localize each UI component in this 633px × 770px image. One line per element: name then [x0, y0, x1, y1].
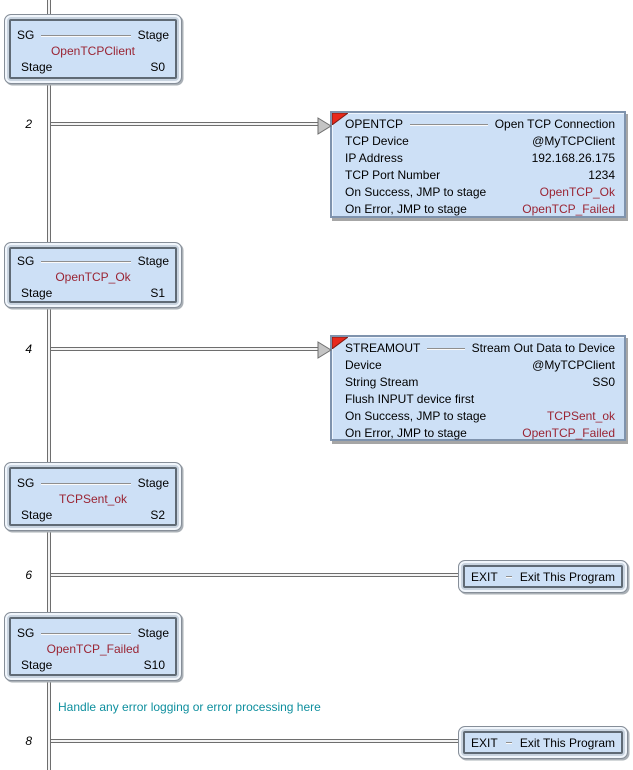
param-value: SS0 [592, 375, 615, 389]
instruction-title: Exit This Program [519, 569, 615, 584]
stage-box-tcpsent-ok[interactable]: SG Stage TCPSent_ok Stage S2 [4, 462, 182, 531]
param-label: Stage [21, 60, 53, 74]
param-value-stage-ref: TCPSent_ok [546, 409, 615, 423]
divider-line [41, 34, 131, 37]
divider-line [505, 741, 512, 744]
instruction-mnemonic: SG [17, 254, 35, 268]
instruction-mnemonic: OPENTCP [345, 117, 404, 131]
stage-box-opentcpclient[interactable]: SG Stage OpenTCPClient Stage S0 [4, 14, 182, 84]
param-value-stage-ref: OpenTCP_Failed [522, 202, 615, 216]
param-label: Stage [21, 658, 53, 672]
rung-flag-icon [332, 337, 348, 349]
stage-name: TCPSent_ok [58, 492, 128, 506]
stage-box-content: SG Stage OpenTCPClient Stage S0 [5, 15, 181, 75]
param-label: Device [345, 358, 382, 372]
instruction-mnemonic: SG [17, 626, 35, 640]
stage-name: OpenTCP_Failed [46, 642, 140, 656]
stage-box-content: SG Stage TCPSent_ok Stage S2 [5, 463, 181, 523]
param-value-stage-ref: OpenTCP_Ok [539, 185, 615, 199]
stage-name: OpenTCP_Ok [55, 270, 131, 284]
instruction-mnemonic: EXIT [471, 735, 498, 750]
param-label: IP Address [345, 151, 403, 165]
divider-line [505, 575, 512, 578]
instruction-title: Stream Out Data to Device [471, 341, 615, 355]
param-value: S1 [150, 286, 165, 300]
stage-box-opentcp-failed[interactable]: SG Stage OpenTCP_Failed Stage S10 [4, 612, 182, 681]
divider-line [427, 347, 465, 350]
instruction-type-label: Stage [137, 28, 169, 42]
param-label: On Error, JMP to stage [345, 202, 467, 216]
param-value-stage-ref: OpenTCP_Failed [522, 426, 615, 440]
rung-flag-icon [332, 113, 348, 125]
streamout-instruction-box[interactable]: STREAMOUT Stream Out Data to Device Devi… [317, 335, 626, 441]
instruction-mnemonic: SG [17, 476, 35, 490]
param-value: @MyTCPClient [532, 134, 615, 148]
rung-number: 6 [25, 568, 32, 582]
rung-number: 8 [25, 734, 32, 748]
exit-instruction-box[interactable]: EXIT Exit This Program [458, 726, 628, 759]
param-value: 1234 [588, 168, 615, 182]
divider-line [41, 632, 131, 635]
rung-number: 4 [25, 342, 32, 356]
opentcp-instruction-box[interactable]: OPENTCP Open TCP Connection TCP Device @M… [317, 111, 626, 218]
param-label: On Success, JMP to stage [345, 185, 487, 199]
param-label: String Stream [345, 375, 419, 389]
instruction-mnemonic: EXIT [471, 569, 498, 584]
param-value: 192.168.26.175 [531, 151, 615, 165]
param-label: TCP Port Number [345, 168, 441, 182]
param-label: TCP Device [345, 134, 409, 148]
param-label: Stage [21, 508, 53, 522]
instruction-type-label: Stage [137, 626, 169, 640]
param-value: S0 [150, 60, 165, 74]
param-value: S10 [143, 658, 165, 672]
rung-rail [51, 739, 459, 743]
divider-line [41, 260, 131, 263]
instruction-type-label: Stage [137, 476, 169, 490]
divider-line [41, 482, 131, 485]
rung-comment[interactable]: Handle any error logging or error proces… [58, 700, 321, 714]
instruction-title: Open TCP Connection [494, 117, 615, 131]
param-label: On Success, JMP to stage [345, 409, 487, 423]
instruction-type-label: Stage [137, 254, 169, 268]
rung-input-arrow-icon [317, 117, 332, 135]
rung-rail [51, 347, 320, 351]
instruction-mnemonic: SG [17, 28, 35, 42]
stage-name: OpenTCPClient [50, 44, 136, 58]
param-label: On Error, JMP to stage [345, 426, 467, 440]
stage-box-content: SG Stage OpenTCP_Failed Stage S10 [5, 613, 181, 673]
instruction-mnemonic: STREAMOUT [345, 341, 421, 355]
stage-box-content: SG Stage OpenTCP_Ok Stage S1 [5, 243, 181, 301]
param-value: @MyTCPClient [532, 358, 615, 372]
param-value: S2 [150, 508, 165, 522]
rung-number: 2 [25, 117, 32, 131]
divider-line [410, 123, 488, 126]
stage-box-opentcp-ok[interactable]: SG Stage OpenTCP_Ok Stage S1 [4, 242, 182, 308]
rung-input-arrow-icon [317, 341, 332, 359]
rung-rail [51, 573, 459, 577]
instruction-title: Exit This Program [519, 735, 615, 750]
param-label: Stage [21, 286, 53, 300]
param-label: Flush INPUT device first [345, 392, 475, 406]
rung-rail [51, 122, 320, 126]
power-rail [47, 0, 51, 770]
exit-instruction-box[interactable]: EXIT Exit This Program [458, 560, 628, 593]
